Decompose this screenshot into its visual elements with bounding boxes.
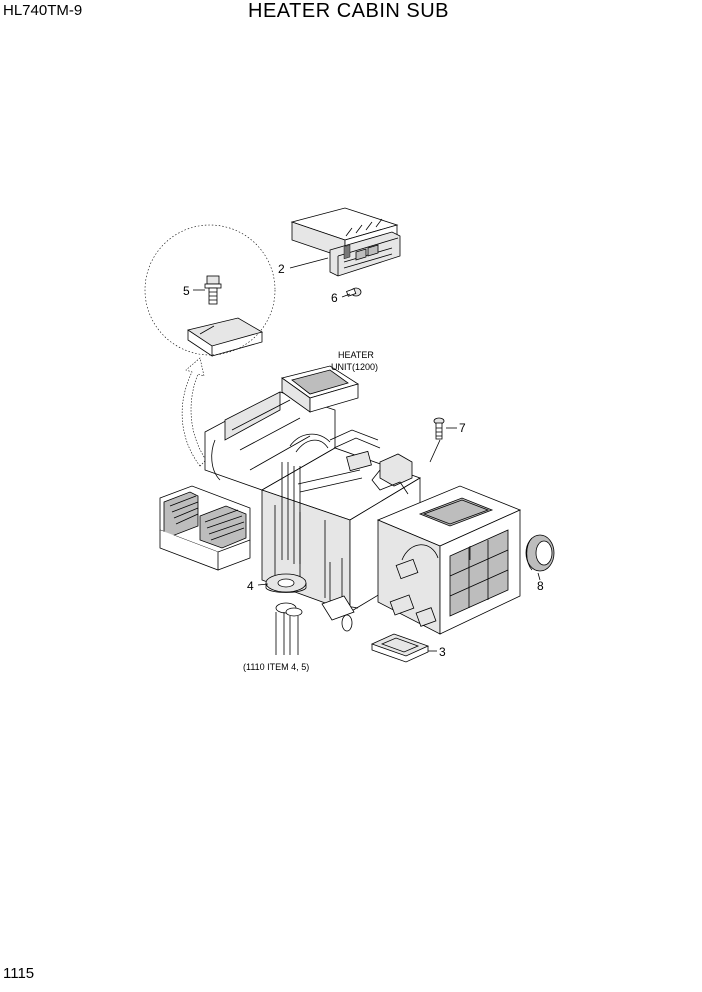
heater-unit [159,365,522,635]
callout-3: 3 [439,645,446,659]
callout-4: 4 [247,579,254,593]
grommet-4 [265,573,307,655]
ring-8 [525,534,555,572]
callout-5: 5 [183,284,190,298]
heater-unit-label-line2: UNIT(1200) [331,362,378,372]
detail-arrow [181,357,207,467]
heater-unit-label-line1: HEATER [338,350,374,360]
vent-grille [159,485,251,571]
callout-8: 8 [537,579,544,593]
bolt-5 [204,275,222,305]
grommet-3 [370,633,430,663]
callout-2: 2 [278,262,285,276]
page-title: HEATER CABIN SUB [248,0,449,22]
callout-6: 6 [331,291,338,305]
reference-note: (1110 ITEM 4, 5) [243,662,309,672]
page-number: 1115 [3,965,35,982]
screw-6 [346,287,362,297]
control-panel [290,207,401,277]
callout-7: 7 [459,421,466,435]
model-number: HL740TM-9 [3,2,83,19]
detail-circle [144,224,276,357]
screw-7 [433,417,445,440]
